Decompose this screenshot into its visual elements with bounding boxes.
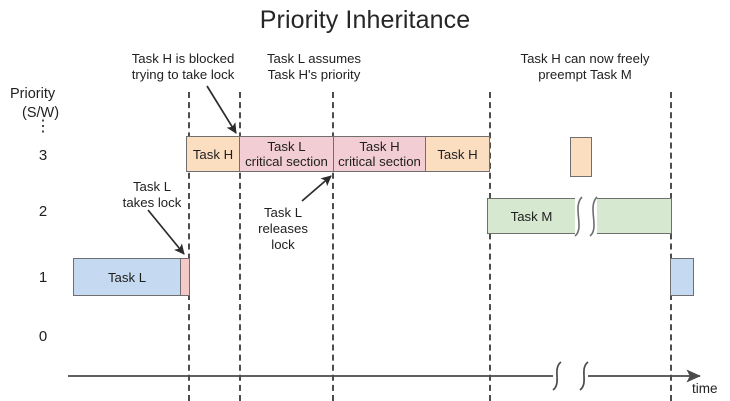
bar-task-h-4 xyxy=(670,258,694,296)
bar-task-m-left: Task M xyxy=(487,198,575,234)
annotation-task-l-assumes: Task L assumes Task H's priority xyxy=(266,51,362,82)
y-tick-0: 0 xyxy=(38,328,48,345)
bar-task-h-2: Task H xyxy=(425,136,490,172)
task-m-break-left xyxy=(574,196,583,237)
annotation-task-h-preempt: Task H can now freely preempt Task M xyxy=(520,51,650,82)
bar-task-l-run: Task L xyxy=(73,258,181,296)
arrow-task-l-releases-lock xyxy=(301,175,332,202)
bar-task-m-right xyxy=(597,198,672,234)
bar-task-l-lock xyxy=(180,258,190,296)
y-tick-3: 3 xyxy=(38,147,48,164)
time-axis-break-left xyxy=(552,361,562,391)
annotation-task-h-blocked: Task H is blocked trying to take lock xyxy=(131,51,235,82)
arrow-task-h-blocked xyxy=(206,85,237,134)
bar-task-h-3 xyxy=(570,137,592,177)
arrow-task-l-takes-lock xyxy=(147,209,185,255)
bar-task-l-critical: Task L critical section xyxy=(239,136,334,172)
task-m-break-right xyxy=(589,196,598,237)
y-tick-1: 1 xyxy=(38,269,48,286)
x-axis-label: time xyxy=(692,381,718,396)
annotation-task-l-takes-lock: Task L takes lock xyxy=(122,179,182,210)
y-axis-ellipsis: ⋮ xyxy=(35,118,51,135)
y-axis-label-line2: (S/W) xyxy=(22,105,60,121)
time-axis-break-right xyxy=(579,361,589,391)
bar-task-h-1: Task H xyxy=(186,136,240,172)
annotation-task-l-releases-lock: Task L releases lock xyxy=(258,205,308,252)
dashed-line-1 xyxy=(188,92,190,401)
dashed-line-4 xyxy=(489,92,491,401)
dashed-line-3 xyxy=(332,92,334,401)
y-tick-2: 2 xyxy=(38,203,48,220)
y-axis-label-line1: Priority xyxy=(10,86,56,102)
dashed-line-5 xyxy=(670,92,672,401)
dashed-line-2 xyxy=(239,92,241,401)
page-title: Priority Inheritance xyxy=(259,6,471,34)
bar-task-h-critical: Task H critical section xyxy=(333,136,426,172)
